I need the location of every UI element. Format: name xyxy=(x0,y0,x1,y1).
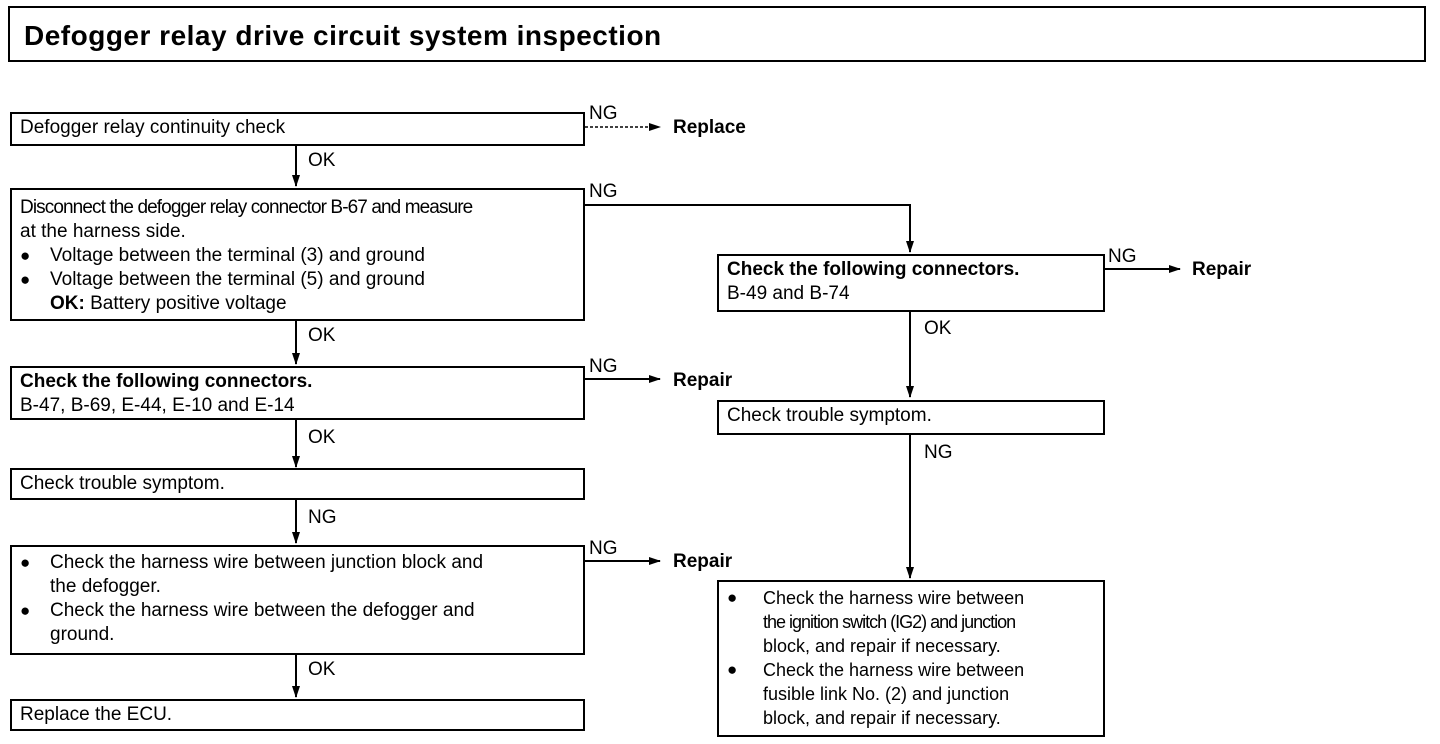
result-repair-2: Repair xyxy=(673,551,733,572)
step-disconnect-measure: Disconnect the defogger relay connector … xyxy=(10,188,585,321)
arrow-ng-to-right xyxy=(585,204,914,253)
harness-left-b2-line2: ground. xyxy=(50,624,115,645)
bullet-dot: ● xyxy=(727,588,738,607)
title-box: Defogger relay drive circuit system insp… xyxy=(8,6,1426,62)
harness-right-bullet-2: ● Check the harness wire between fusible… xyxy=(727,658,1095,730)
connectors-right-list: B-49 and B-74 xyxy=(727,283,850,304)
step-relay-continuity-check: Defogger relay continuity check xyxy=(10,112,585,146)
result-replace: Replace xyxy=(673,117,746,138)
harness-right-b1-line2: the ignition switch (IG2) and junction xyxy=(763,612,1016,632)
trouble-symptom-left-text: Check trouble symptom. xyxy=(20,473,225,494)
bullet-dot: ● xyxy=(20,270,31,289)
label-ng-repair-right: NG xyxy=(1108,246,1137,267)
label-ok-2: OK xyxy=(308,325,336,346)
result-repair-1: Repair xyxy=(673,370,733,391)
harness-right-b2-line3: block, and repair if necessary. xyxy=(763,708,1001,728)
disconnect-bullet-1: ● Voltage between the terminal (3) and g… xyxy=(20,244,575,268)
label-ok-5: OK xyxy=(308,659,336,680)
step-relay-continuity-check-text: Defogger relay continuity check xyxy=(20,117,286,138)
step-harness-right: ● Check the harness wire between the ign… xyxy=(717,580,1105,737)
step-trouble-symptom-right: Check trouble symptom. xyxy=(717,400,1105,435)
harness-right-bullet-1: ● Check the harness wire between the ign… xyxy=(727,586,1095,658)
label-ng-right: NG xyxy=(924,442,953,463)
bullet-dot: ● xyxy=(20,553,31,572)
harness-left-b1-line1: Check the harness wire between junction … xyxy=(50,552,484,573)
bullet-text: Voltage between the terminal (5) and gro… xyxy=(50,269,425,290)
step-trouble-symptom-left: Check trouble symptom. xyxy=(10,468,585,500)
harness-left-bullet-1: ● Check the harness wire between junctio… xyxy=(20,551,575,599)
result-repair-right: Repair xyxy=(1192,259,1252,280)
label-ok-1: OK xyxy=(308,150,336,171)
harness-right-b1-line3: block, and repair if necessary. xyxy=(763,636,1001,656)
step-connectors-left: Check the following connectors. B-47, B-… xyxy=(10,366,585,420)
bullet-text: Voltage between the terminal (3) and gro… xyxy=(50,245,425,266)
step-replace-ecu: Replace the ECU. xyxy=(10,699,585,731)
disconnect-ok-spec: OK: Battery positive voltage xyxy=(20,292,575,316)
label-ng-right-branch: NG xyxy=(589,181,618,202)
connectors-left-title: Check the following connectors. xyxy=(20,371,313,392)
disconnect-bullet-2: ● Voltage between the terminal (5) and g… xyxy=(20,268,575,292)
bullet-dot: ● xyxy=(20,601,31,620)
bullet-dot: ● xyxy=(20,246,31,265)
label-ok-right: OK xyxy=(924,318,952,339)
connectors-left-list: B-47, B-69, E-44, E-10 and E-14 xyxy=(20,395,295,416)
replace-ecu-text: Replace the ECU. xyxy=(20,704,173,725)
ok-spec-value: Battery positive voltage xyxy=(90,293,287,314)
disconnect-line1: Disconnect the defogger relay connector … xyxy=(20,197,473,218)
harness-right-b2-line2: fusible link No. (2) and junction xyxy=(763,684,1010,704)
connectors-right-title: Check the following connectors. xyxy=(727,259,1020,280)
harness-left-bullet-2: ● Check the harness wire between the def… xyxy=(20,599,575,647)
harness-left-b1-line2: the defogger. xyxy=(50,576,161,597)
bullet-dot: ● xyxy=(727,660,738,679)
disconnect-line2: at the harness side. xyxy=(20,221,186,242)
label-ng-repair-1: NG xyxy=(589,356,618,377)
trouble-symptom-right-text: Check trouble symptom. xyxy=(727,405,932,426)
ok-spec-label: OK: xyxy=(50,293,85,314)
step-connectors-right: Check the following connectors. B-49 and… xyxy=(717,254,1105,312)
label-ng-4: NG xyxy=(308,507,337,528)
harness-right-b2-line1: Check the harness wire between xyxy=(763,660,1025,680)
step-harness-left: ● Check the harness wire between junctio… xyxy=(10,545,585,655)
harness-left-b2-line1: Check the harness wire between the defog… xyxy=(50,600,475,621)
harness-right-b1-line1: Check the harness wire between xyxy=(763,588,1025,608)
page-title: Defogger relay drive circuit system insp… xyxy=(24,20,662,51)
label-ng-repair-2: NG xyxy=(589,538,618,559)
label-ok-3: OK xyxy=(308,427,336,448)
label-ng-replace: NG xyxy=(589,103,618,124)
